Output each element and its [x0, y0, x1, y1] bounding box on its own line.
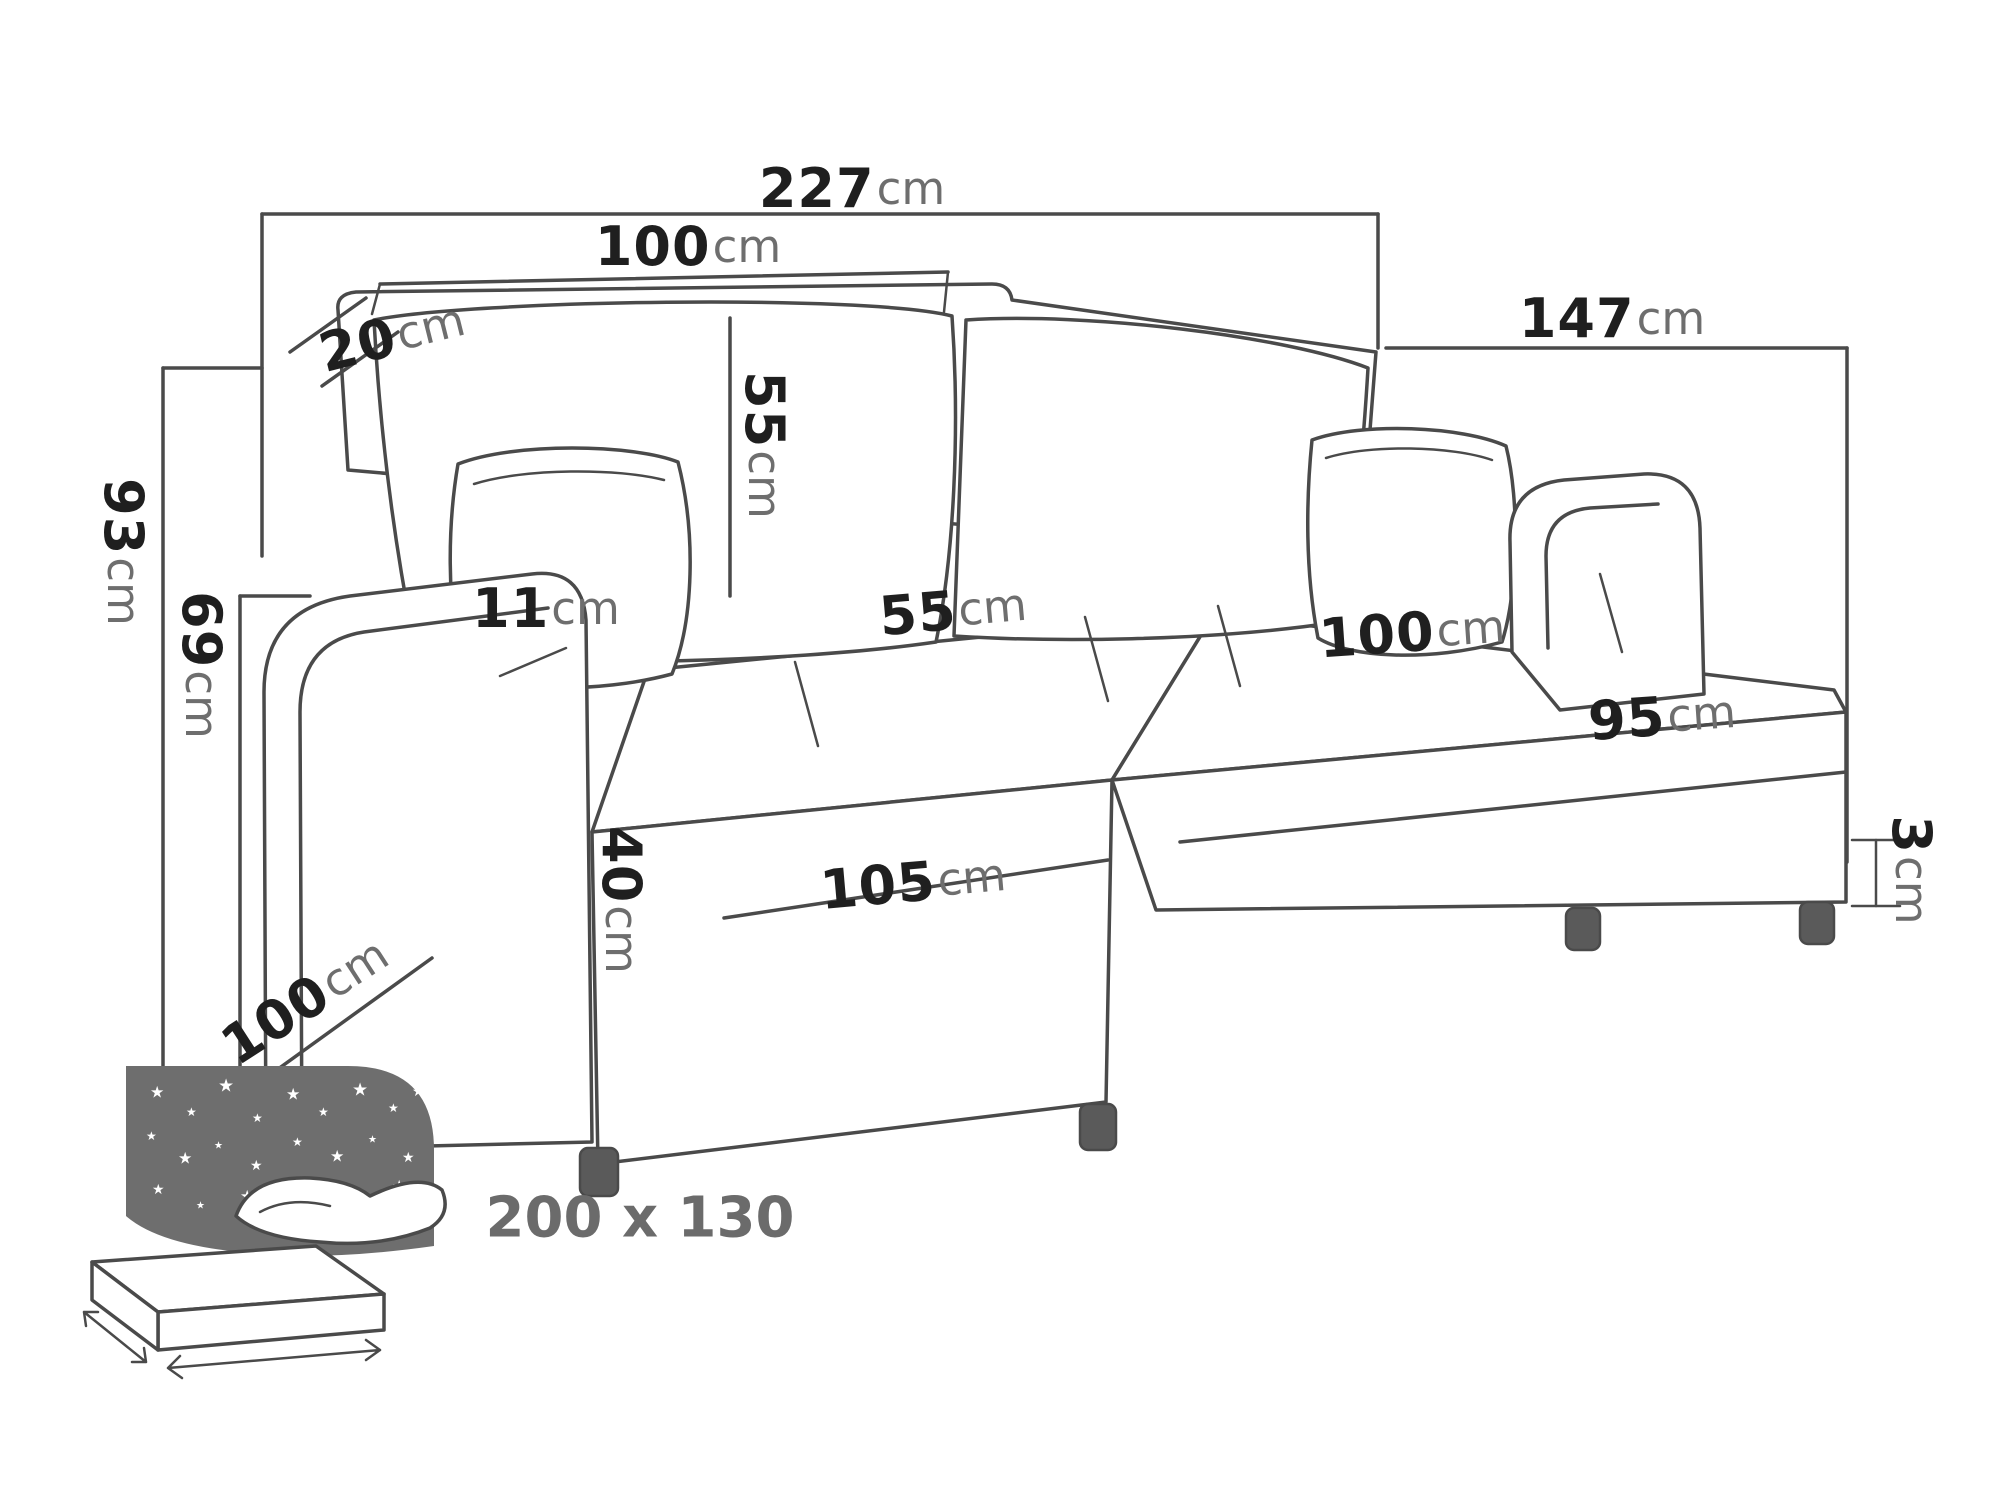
blanket-crease — [258, 1200, 332, 1214]
width-arrow — [166, 1338, 382, 1380]
dim-back-thickness-line — [320, 330, 400, 388]
star-icon: ★ — [412, 1084, 425, 1100]
dim-backrest-width-tick — [942, 270, 950, 314]
dim-chaise-length-label: 95cm — [1586, 679, 1738, 752]
dim-chaise-cushion-width-tick — [1216, 604, 1242, 688]
pillow-left-crease — [472, 470, 666, 486]
chaise-storage-split-line — [1178, 770, 1848, 844]
dim-backrest-width-tick — [370, 282, 382, 316]
dim-back-thickness-line — [288, 296, 368, 354]
star-icon: ★ — [388, 1101, 399, 1115]
armrest-right-band — [1544, 502, 1660, 650]
star-icon: ★ — [196, 1201, 205, 1212]
sofa-leg — [1798, 900, 1836, 946]
star-icon: ★ — [292, 1135, 303, 1149]
star-icon: ★ — [330, 1147, 344, 1166]
seat-split-line — [722, 858, 1110, 920]
dim-seat-height-label: 40cm — [591, 826, 654, 974]
star-icon: ★ — [214, 1141, 223, 1152]
dim-seat-depth-tick — [793, 660, 820, 748]
dim-backrest-width-label: 100cm — [595, 215, 781, 278]
mattress-side — [90, 1260, 160, 1352]
sofa-seat-front — [590, 778, 1114, 1166]
armrest-left-band — [298, 606, 550, 1150]
dimension-lines — [161, 212, 1902, 1154]
star-icon: ★ — [318, 1105, 329, 1119]
dim-backrest-width-line — [378, 270, 950, 286]
sofa-armrest-left — [262, 571, 594, 1152]
star-icon: ★ — [218, 1076, 234, 1097]
star-icon: ★ — [250, 1158, 263, 1174]
sleeping-area-icon: ★ ★ ★ ★ ★ ★ ★ ★ ★ ★ ★ ★ ★ ★ ★ ★ ★ ★ ★ ★ … — [82, 1066, 447, 1380]
dim-chaise-depth-label: 147cm — [1519, 287, 1705, 350]
sofa-leg — [1564, 906, 1602, 952]
star-icon: ★ — [252, 1111, 263, 1125]
sofa-armrest-right — [1508, 472, 1706, 712]
star-icon: ★ — [402, 1150, 415, 1166]
dim-seat-depth-tick — [1083, 615, 1110, 703]
dim-leg-height-label: 3cm — [1881, 815, 1944, 924]
star-icon: ★ — [150, 1083, 164, 1102]
dimension-labels: 227cm 100cm 20cm 147cm 93cm 69cm 55cm 11… — [93, 157, 1944, 1078]
star-icon: ★ — [152, 1182, 165, 1198]
sleeping-area-label: 200 x 130 — [486, 1186, 795, 1251]
star-icon: ★ — [368, 1135, 377, 1146]
dim-back-cushion-height-label: 55cm — [734, 371, 797, 519]
sofa-leg — [578, 1146, 620, 1198]
depth-arrow — [82, 1310, 148, 1364]
dim-chaise-cushion-width-label: 100cm — [1317, 594, 1507, 670]
star-icon: ★ — [352, 1080, 368, 1101]
sofa-drawing — [262, 282, 1848, 1200]
star-icon: ★ — [146, 1129, 157, 1143]
dim-armrest-height-label: 69cm — [171, 591, 234, 739]
star-icon: ★ — [286, 1085, 300, 1104]
dim-overall-height-label: 93cm — [93, 478, 156, 626]
pillow-right-crease — [1324, 447, 1494, 462]
sofa-pillow-right — [1306, 426, 1518, 657]
dim-seat-width-label: 105cm — [817, 843, 1008, 922]
blanket-pillow-shape — [234, 1176, 447, 1246]
star-icon: ★ — [178, 1149, 192, 1168]
dim-overall-width-label: 227cm — [759, 157, 945, 220]
sofa-leg — [1078, 1102, 1118, 1152]
dim-seat-depth-label: 55cm — [877, 572, 1030, 648]
star-icon: ★ — [186, 1105, 197, 1119]
dim-armrest-width-label: 11cm — [472, 577, 620, 640]
dim-chaise-cushion-width-tick — [1598, 572, 1624, 654]
dim-armrest-width-line — [498, 646, 568, 678]
